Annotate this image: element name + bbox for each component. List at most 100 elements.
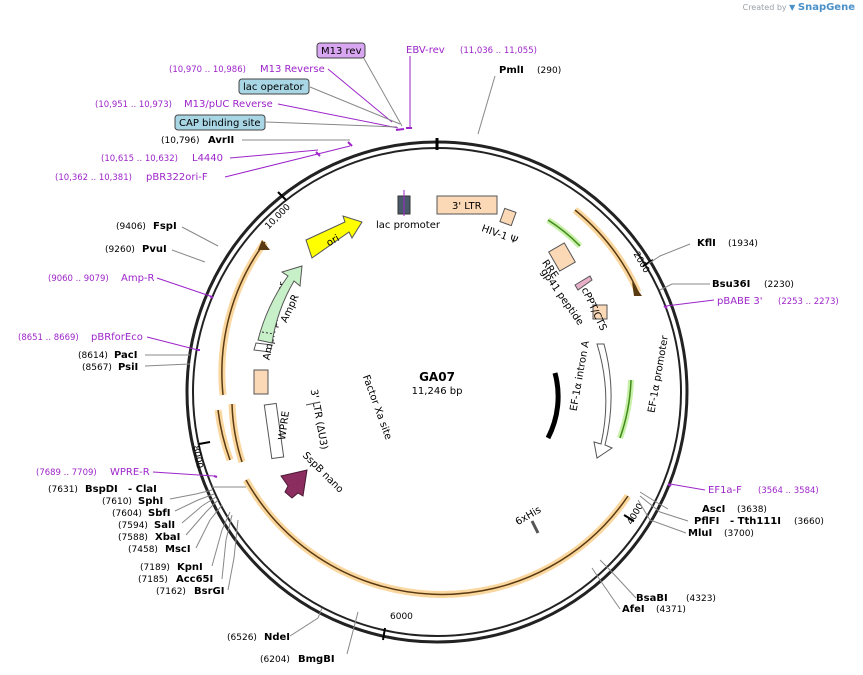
site-avrii: AvrII: [208, 135, 234, 146]
ampr-promoter-shape: [253, 342, 273, 353]
primer-pbr322ori-f: pBR322ori-F: [146, 172, 208, 183]
primer-l4440: L4440: [192, 153, 223, 164]
snapgene-credit: Created by ▼ SnapGene: [743, 2, 855, 13]
wpre-box: [263, 402, 285, 460]
svg-text:(4371): (4371): [656, 605, 686, 615]
svg-text:(3660): (3660): [794, 517, 824, 527]
site-sbfi: SbfI: [148, 508, 170, 519]
site-kpni: KpnI: [177, 562, 203, 573]
site-leaders: [144, 75, 710, 655]
site-paci: PacI: [114, 350, 137, 361]
feature-boxes: M13 rev lac operator CAP binding site: [174, 42, 366, 131]
site-xbai: XbaI: [155, 532, 180, 543]
sspb-arrow: [280, 469, 308, 499]
hiv-psi-label: HIV-1 Ψ: [480, 223, 519, 246]
lac-operator-label: lac operator: [243, 82, 304, 93]
credit-brand: SnapGene: [797, 2, 855, 13]
site-psii: PsiI: [118, 362, 138, 373]
snapgene-logo-icon: ▼: [789, 3, 796, 12]
svg-text:(4323): (4323): [686, 594, 716, 604]
svg-text:(7594): (7594): [118, 521, 148, 531]
scale-ticks: [198, 191, 654, 641]
svg-text:(7189): (7189): [140, 563, 170, 573]
svg-text:(8614): (8614): [78, 351, 108, 361]
site-mlui: MluI: [688, 528, 712, 539]
site-acc65i: Acc65I: [176, 574, 213, 585]
factor-xa-mark: [305, 401, 321, 406]
svg-text:- ClaI: - ClaI: [128, 484, 157, 495]
primer-ef1a-f: EF1a-F: [708, 485, 742, 496]
tick-8000: 8000: [190, 445, 204, 470]
primer-amp-r: Amp-R: [121, 273, 155, 284]
ltr3-label: 3' LTR: [452, 201, 482, 212]
svg-text:(11,036 .. 11,055): (11,036 .. 11,055): [460, 46, 537, 56]
svg-text:(6204): (6204): [260, 655, 290, 665]
m13-rev-label: M13 rev: [321, 46, 362, 57]
svg-text:(290): (290): [537, 66, 561, 76]
gp41-shape: [574, 275, 593, 291]
primer-pbabe-3: pBABE 3': [717, 296, 763, 307]
tick-6000: 6000: [390, 612, 413, 622]
lac-promoter-label: lac promoter: [376, 220, 441, 231]
svg-text:(7185): (7185): [138, 575, 168, 585]
site-fspi: FspI: [153, 221, 177, 232]
svg-text:(8651 .. 8669): (8651 .. 8669): [18, 333, 79, 343]
site-bsabi: BsaBI: [636, 593, 668, 604]
m13-rev-box: [316, 42, 366, 59]
ltr3-box: [436, 195, 498, 215]
site-kfli: KflI: [697, 238, 716, 249]
primer-leaders: [146, 56, 715, 491]
ef1a-intron-arc: [545, 372, 561, 440]
svg-text:(9060 .. 9079): (9060 .. 9079): [48, 274, 109, 284]
site-tth111i-joined: - Tth111I: [730, 516, 781, 527]
promoter-arc-right: [617, 379, 634, 439]
svg-text:(1934): (1934): [728, 239, 758, 249]
plasmid-size: 11,246 bp: [412, 386, 463, 397]
his-tag-label: 6xHis: [514, 505, 544, 528]
svg-text:(7588): (7588): [118, 533, 148, 543]
svg-text:(7610): (7610): [102, 497, 132, 507]
his-tag-mark: [530, 520, 540, 534]
site-asci: AscI: [702, 504, 725, 515]
svg-text:(10,615 .. 10,632): (10,615 .. 10,632): [101, 154, 178, 164]
site-bspdi: BspDI: [85, 484, 118, 495]
svg-text:(10,796): (10,796): [161, 136, 200, 146]
svg-text:(7604): (7604): [112, 509, 142, 519]
ori-arrow: [305, 215, 363, 259]
credit-text: Created by: [742, 3, 787, 12]
ef1a-promoter-label: EF-1α promoter: [647, 334, 672, 414]
site-pmli: PmlI: [499, 65, 524, 76]
cap-binding-label: CAP binding site: [179, 118, 261, 129]
site-labels: PmlI (290) KflI (1934) Bsu36I (2230) Asc…: [48, 65, 824, 665]
site-pvui: PvuI: [142, 244, 167, 255]
svg-text:(7162): (7162): [156, 587, 186, 597]
ltr-delta-box: [253, 369, 269, 395]
primer-pbrforeco: pBRforEco: [91, 332, 143, 343]
site-ndei: NdeI: [264, 632, 290, 643]
svg-text:(9260): (9260): [105, 245, 135, 255]
lac-operator-box: [238, 78, 310, 95]
site-afei: AfeI: [622, 604, 645, 615]
svg-text:(7458): (7458): [128, 545, 158, 555]
svg-text:(2230): (2230): [764, 280, 794, 290]
site-msci: MscI: [165, 544, 191, 555]
orf-arrow-2: [258, 240, 270, 250]
svg-text:(9406): (9406): [116, 222, 146, 232]
ltr-delta-label: 3' LTR (ΔU3): [308, 388, 329, 450]
primer-m13-puc-reverse: M13/pUC Reverse: [184, 99, 273, 110]
wpre-label: WPRE: [277, 410, 292, 440]
cppt-box: [592, 304, 608, 320]
orf-arrow-1: [632, 282, 642, 296]
rre-box: [548, 242, 576, 272]
svg-text:(3564 .. 3584): (3564 .. 3584): [758, 486, 819, 496]
gp41-label: gp41 peptide: [538, 267, 585, 328]
ef1a-promoter-arrow: [593, 343, 614, 459]
site-sphi: SphI: [138, 496, 163, 507]
ef1a-intron-label: EF-1α intron A: [569, 340, 592, 412]
ampr-arrow: [257, 265, 303, 344]
svg-text:(8567): (8567): [82, 363, 112, 373]
site-bmgbi: BmgBI: [298, 654, 335, 665]
svg-text:(3638): (3638): [737, 505, 767, 515]
svg-text:(7631): (7631): [48, 485, 78, 495]
